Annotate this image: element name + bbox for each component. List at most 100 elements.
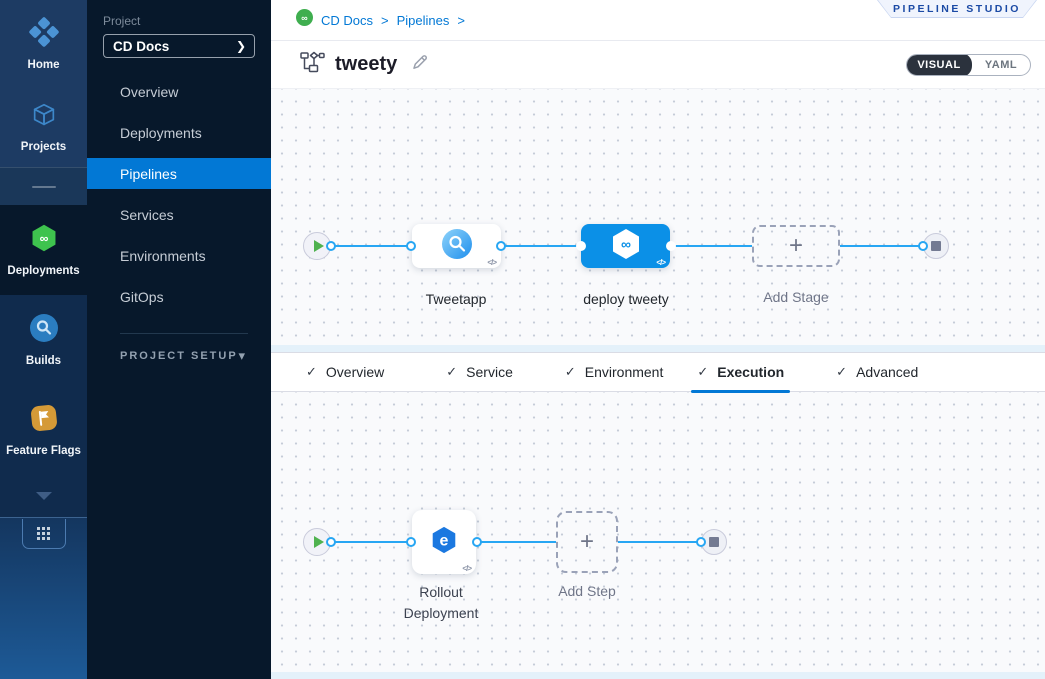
stage-label-deploy-tweety[interactable]: deploy tweety xyxy=(583,291,669,307)
stage-label-tweetapp[interactable]: Tweetapp xyxy=(425,291,487,307)
pipeline-studio-badge-text: PIPELINE STUDIO xyxy=(878,0,1036,17)
execution-step-canvas[interactable]: e </> + Rollout Deployment Add Step xyxy=(271,392,1045,679)
pipeline-graph-icon xyxy=(300,51,325,78)
step-label-rollout-deployment[interactable]: Rollout Deployment xyxy=(403,584,479,621)
step-label-add-step[interactable]: Add Step xyxy=(558,583,616,599)
stage-label-add-stage[interactable]: Add Stage xyxy=(763,289,829,305)
module-picker-button[interactable] xyxy=(21,519,66,549)
check-icon: ✓ xyxy=(564,364,576,379)
tab-execution[interactable]: ✓ Execution xyxy=(691,352,790,393)
code-icon[interactable]: </> xyxy=(462,564,472,573)
check-icon: ✓ xyxy=(306,364,317,379)
connector-dot[interactable] xyxy=(696,537,706,547)
pipeline-title-row: tweety VISUAL YAML xyxy=(271,41,1045,88)
check-icon: ✓ xyxy=(697,364,709,379)
tab-label: Overview xyxy=(325,364,385,380)
rail-item-projects[interactable]: Projects xyxy=(0,88,87,167)
rail-label-builds: Builds xyxy=(25,354,62,367)
add-step-node[interactable]: + xyxy=(556,511,618,573)
deploy-stage-icon xyxy=(441,228,472,264)
connector-line xyxy=(331,541,411,543)
tab-environment[interactable]: ✓ Environment xyxy=(565,352,664,392)
stage-canvas[interactable]: </> ∞ </> + Tweetapp deploy tweety Add S… xyxy=(271,88,1045,352)
step-node-rollout-deployment[interactable]: e </> xyxy=(412,510,476,574)
chevron-down-icon: ▾ xyxy=(238,348,245,363)
svg-text:∞: ∞ xyxy=(621,236,631,252)
rail-section-divider xyxy=(0,167,87,205)
module-rail: Home Projects ∞ Deployments Builds Featu… xyxy=(0,0,87,679)
connector-line xyxy=(477,541,556,543)
sidebar-divider xyxy=(120,333,248,334)
builds-icon xyxy=(29,313,59,348)
tab-label: Environment xyxy=(584,364,664,380)
stage-node-deploy-tweety[interactable]: ∞ </> xyxy=(581,224,670,268)
rail-item-deployments[interactable]: ∞ Deployments xyxy=(0,205,87,295)
stop-icon xyxy=(931,241,941,251)
rail-item-feature-flags[interactable]: Feature Flags xyxy=(0,385,87,475)
sidebar-nav: Overview Deployments Pipelines Services … xyxy=(87,71,271,317)
code-icon[interactable]: </> xyxy=(656,258,666,267)
connector-dot[interactable] xyxy=(326,537,336,547)
rollout-deployment-icon: e xyxy=(428,524,460,561)
connector-dot[interactable] xyxy=(496,241,506,251)
project-selector-value: CD Docs xyxy=(113,38,170,54)
tab-label: Execution xyxy=(717,364,785,380)
connector-dot[interactable] xyxy=(918,241,928,251)
rail-item-home[interactable]: Home xyxy=(0,0,87,88)
breadcrumb-link-project[interactable]: CD Docs xyxy=(321,12,374,28)
view-mode-toggle: VISUAL YAML xyxy=(906,53,1031,76)
project-setup-toggle[interactable]: PROJECT SETUP ▾ xyxy=(87,348,271,364)
tab-label: Advanced xyxy=(856,364,919,380)
cd-module-icon: ∞ xyxy=(296,9,313,31)
yaml-toggle-button[interactable]: YAML xyxy=(984,58,1018,71)
connector-dot[interactable] xyxy=(666,241,676,251)
rail-item-builds[interactable]: Builds xyxy=(0,295,87,385)
grid-icon xyxy=(36,526,51,541)
chevron-down-icon xyxy=(35,492,52,500)
connector-dot[interactable] xyxy=(326,241,336,251)
check-icon: ✓ xyxy=(836,364,848,379)
check-icon: ✓ xyxy=(446,364,458,379)
tab-overview[interactable]: ✓ Overview xyxy=(306,352,384,392)
canvas-edge-strip xyxy=(271,345,1045,352)
connector-line xyxy=(501,245,581,247)
sidebar-item-deployments[interactable]: Deployments xyxy=(120,124,202,141)
project-selector[interactable]: CD Docs ❯ xyxy=(103,34,255,58)
edit-pencil-icon[interactable] xyxy=(411,53,429,76)
code-icon[interactable]: </> xyxy=(487,258,497,267)
connector-dot[interactable] xyxy=(576,241,586,251)
sidebar-item-services[interactable]: Services xyxy=(120,206,174,223)
project-setup-label: PROJECT SETUP xyxy=(120,350,238,362)
pipeline-studio-badge: PIPELINE STUDIO xyxy=(877,0,1037,18)
add-stage-node[interactable]: + xyxy=(752,225,840,267)
tab-advanced[interactable]: ✓ Advanced xyxy=(836,352,918,392)
connector-line xyxy=(671,245,752,247)
stop-icon xyxy=(709,537,719,547)
connector-line xyxy=(618,541,701,543)
connector-dot[interactable] xyxy=(406,537,416,547)
sidebar-item-environments[interactable]: Environments xyxy=(120,247,206,264)
rail-label-home: Home xyxy=(27,58,60,71)
rail-more-modules[interactable] xyxy=(0,475,87,517)
divider-dash-icon xyxy=(31,185,56,188)
home-icon xyxy=(28,16,59,52)
stage-node-tweetapp[interactable]: </> xyxy=(412,224,501,268)
rail-label-projects: Projects xyxy=(20,141,67,153)
svg-text:e: e xyxy=(440,532,449,549)
stage-config-tabs: ✓ Overview ✓ Service ✓ Environment ✓ Exe… xyxy=(271,352,1045,393)
connector-dot[interactable] xyxy=(472,537,482,547)
sidebar-item-overview[interactable]: Overview xyxy=(120,83,179,100)
connector-dot[interactable] xyxy=(406,241,416,251)
tab-service[interactable]: ✓ Service xyxy=(446,352,513,392)
connector-line xyxy=(840,245,923,247)
breadcrumb: ∞ CD Docs > Pipelines > xyxy=(271,0,1045,41)
sidebar-item-gitops[interactable]: GitOps xyxy=(120,288,164,305)
sidebar-item-pipelines[interactable]: Pipelines xyxy=(87,158,271,189)
visual-toggle-button[interactable]: VISUAL xyxy=(907,54,972,75)
rail-label-deployments: Deployments xyxy=(7,264,80,277)
project-sidebar: Project CD Docs ❯ Overview Deployments P… xyxy=(87,0,271,679)
breadcrumb-link-pipelines[interactable]: Pipelines xyxy=(396,12,450,28)
play-icon xyxy=(313,536,324,548)
tab-label: Service xyxy=(466,364,513,380)
plus-icon: + xyxy=(579,528,594,555)
